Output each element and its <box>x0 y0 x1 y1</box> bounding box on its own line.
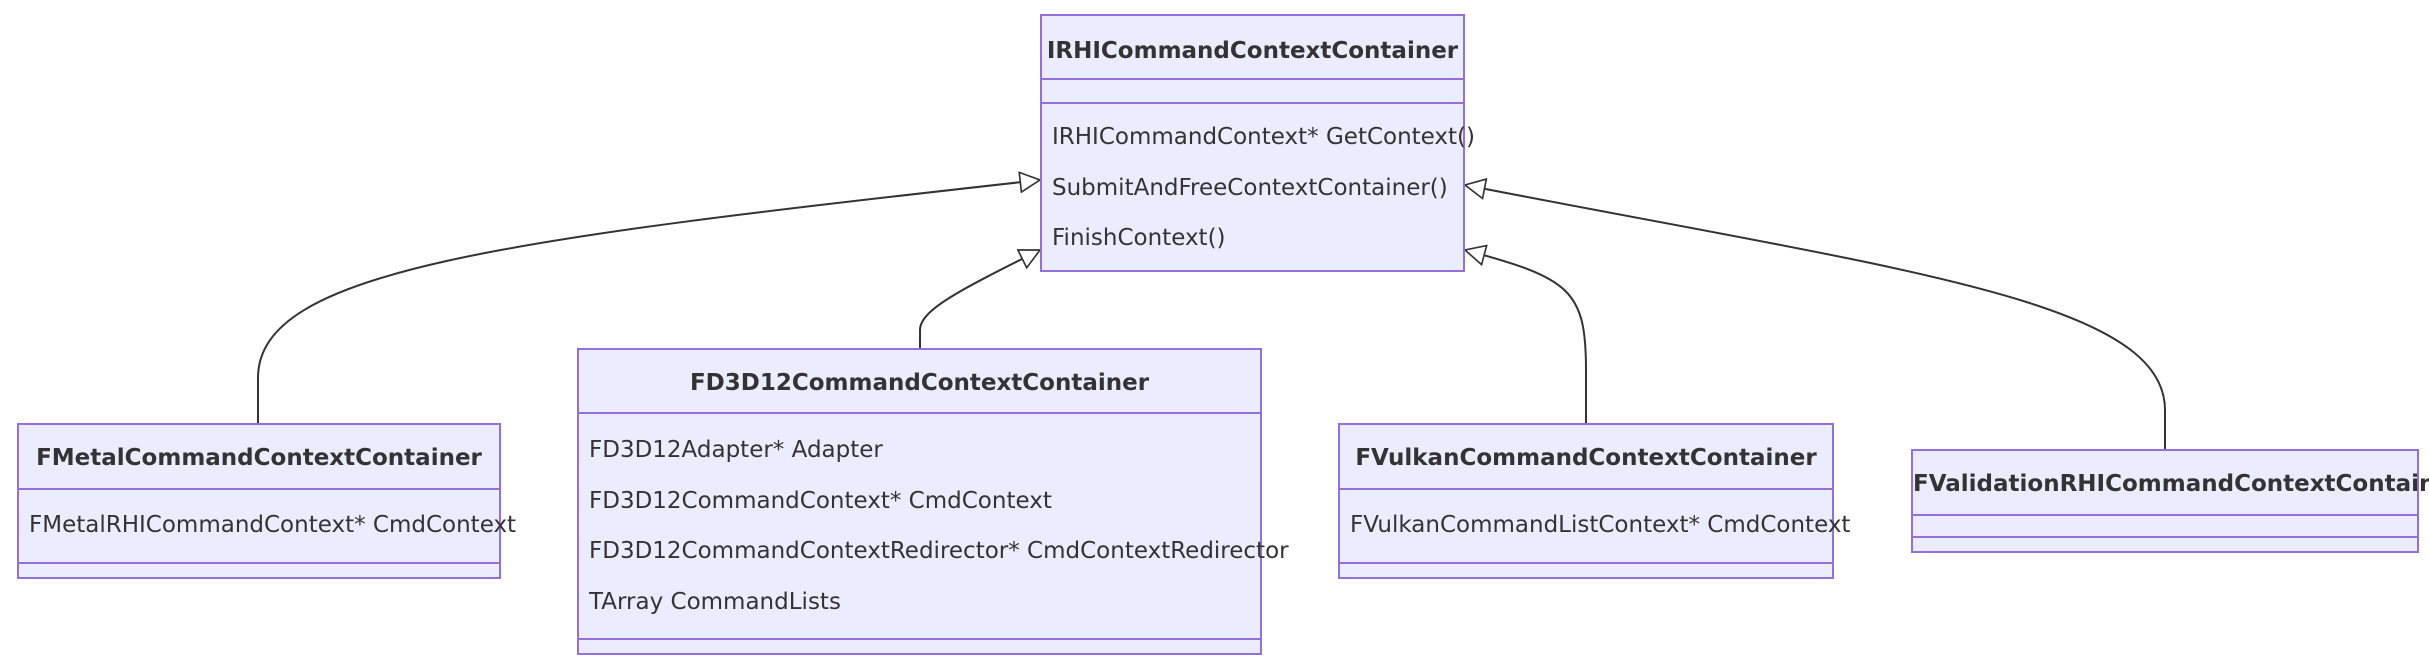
class-name: IRHICommandContextContainer <box>1046 38 1459 64</box>
method-finish-context: FinishContext() <box>1052 225 1226 251</box>
attribute-separator <box>1913 514 2417 516</box>
class-fd3d12commandcontextcontainer: FD3D12CommandContextContainer FD3D12Adap… <box>577 348 1289 655</box>
class-fvalidationrhicommandcontextcontainer: FValidationRHICommandContextContainer <box>1911 449 2429 553</box>
class-name: FValidationRHICommandContextContainer <box>1913 471 2429 497</box>
method-submit-and-free: SubmitAndFreeContextContainer() <box>1052 175 1448 201</box>
method-get-context: IRHICommandContext* GetContext() <box>1052 124 1476 150</box>
attribute-separator <box>1340 488 1832 490</box>
class-irhicommandcontextcontainer: IRHICommandContextContainer IRHICommandC… <box>1040 14 1475 272</box>
method-separator <box>1913 536 2417 538</box>
attribute-cmd-context: FD3D12CommandContext* CmdContext <box>589 488 1052 514</box>
edge-validation-to-base <box>1465 185 2166 449</box>
method-separator <box>1340 562 1832 564</box>
class-fmetalcommandcontextcontainer: FMetalCommandContextContainer FMetalRHIC… <box>17 423 516 579</box>
class-name: FD3D12CommandContextContainer <box>689 370 1150 396</box>
edge-vulkan-to-base <box>1465 250 1587 423</box>
edge-d3d12-to-base <box>919 249 1040 348</box>
attribute-separator <box>19 488 499 490</box>
attribute-cmd-context-redirector: FD3D12CommandContextRedirector* CmdConte… <box>589 538 1289 564</box>
edge-metal-to-base <box>257 180 1040 423</box>
method-separator <box>19 562 499 564</box>
attribute-separator <box>579 412 1260 414</box>
attribute-adapter: FD3D12Adapter* Adapter <box>589 437 883 463</box>
method-separator <box>579 638 1260 640</box>
method-separator <box>1042 102 1463 104</box>
attribute-cmd-context: FVulkanCommandListContext* CmdContext <box>1350 512 1851 538</box>
attribute-separator <box>1042 78 1463 80</box>
attribute-command-lists: TArray CommandLists <box>589 589 841 615</box>
class-name: FMetalCommandContextContainer <box>36 445 482 471</box>
class-name: FVulkanCommandContextContainer <box>1355 445 1817 471</box>
attribute-cmd-context: FMetalRHICommandContext* CmdContext <box>29 512 517 538</box>
class-fvulkancommandcontextcontainer: FVulkanCommandContextContainer FVulkanCo… <box>1338 423 1850 579</box>
